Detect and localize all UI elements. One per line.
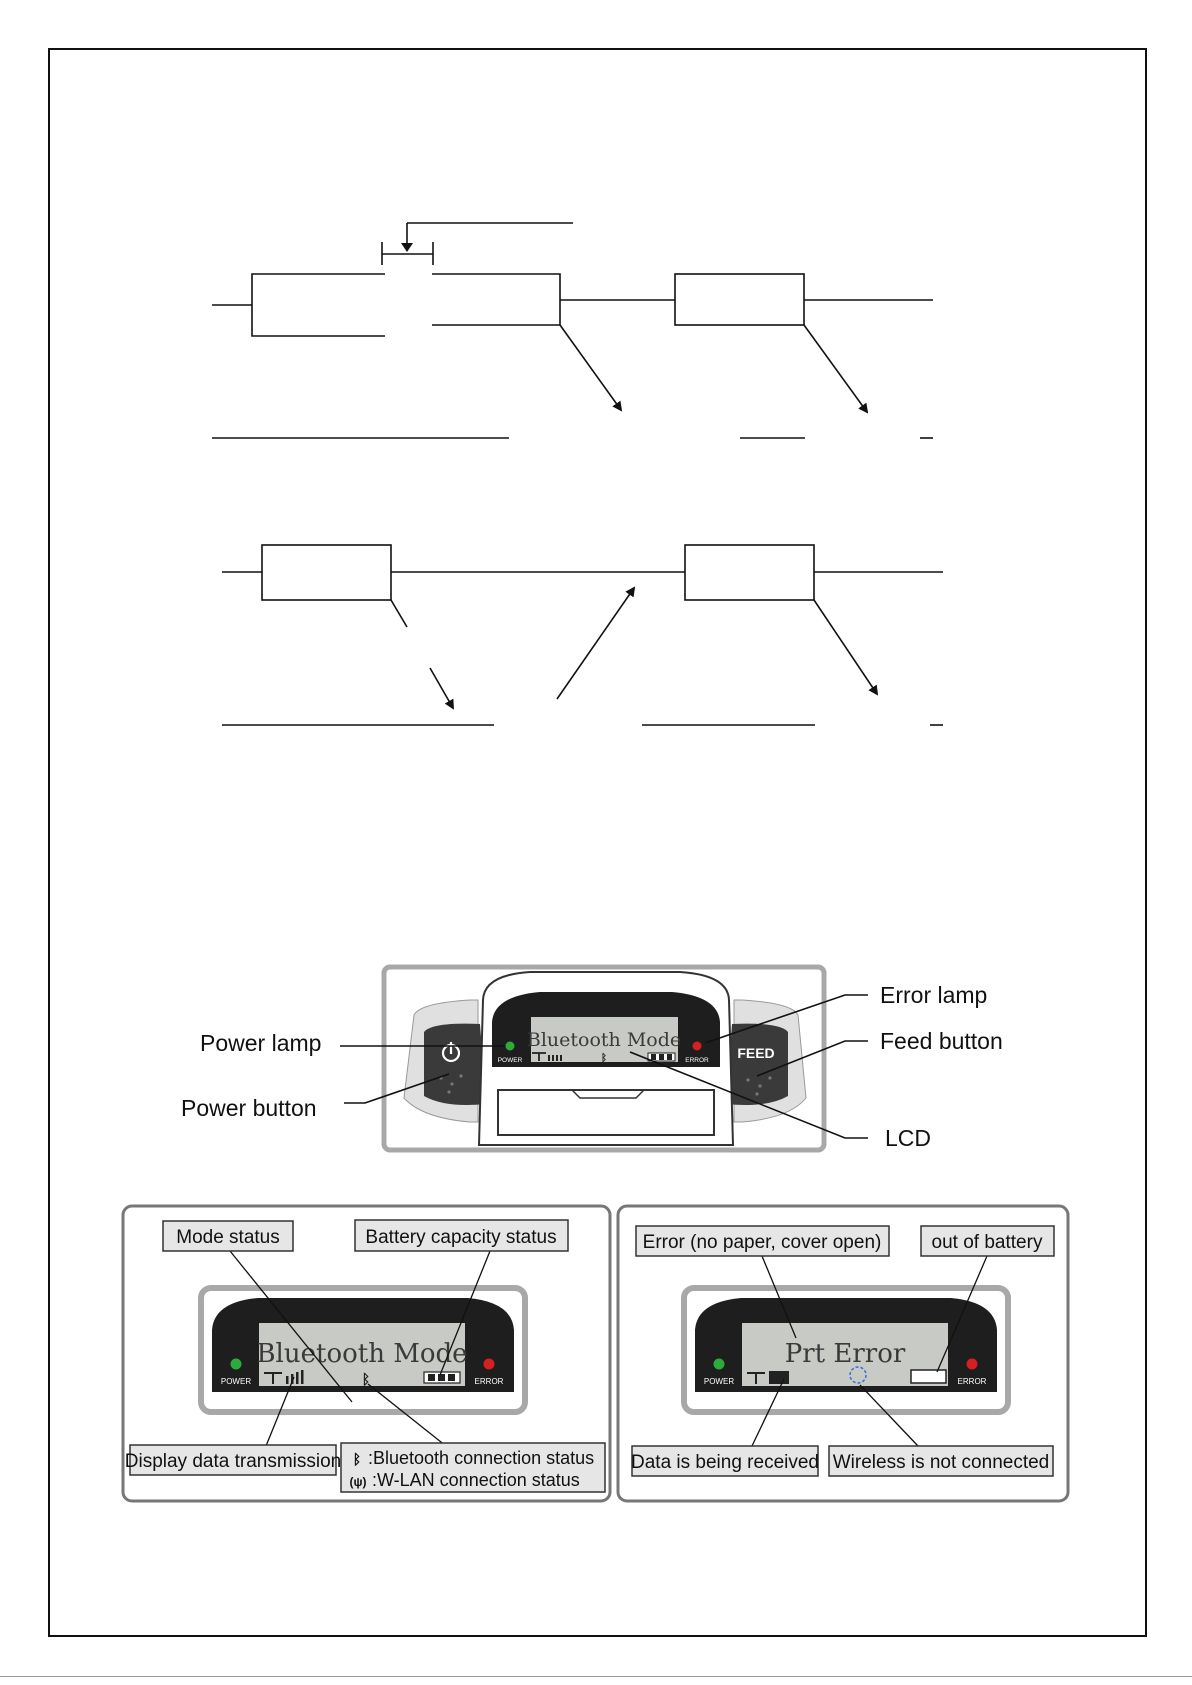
wireless-not-connected-label-box xyxy=(828,1445,1054,1477)
power-button-body[interactable] xyxy=(424,1023,486,1105)
error-note-label-box xyxy=(635,1225,890,1257)
page-frame xyxy=(48,48,1147,1637)
panel-right-leaders xyxy=(751,1255,988,1447)
paper-slot-lip xyxy=(498,1089,714,1099)
battery-status-label-box xyxy=(354,1219,569,1252)
panel-right-power-lamp xyxy=(713,1358,725,1370)
panel-left-power-label: POWER xyxy=(221,1377,251,1386)
timing-arrow-1 xyxy=(559,324,623,412)
error-note-label: Error (no paper, cover open) xyxy=(643,1232,882,1253)
timing-diagram-1 xyxy=(212,222,933,439)
printer-front-panel: FEED Bluetooth Mode ᛒ POWER ERROR xyxy=(381,964,827,1153)
lcd-bluetooth-icon: ᛒ xyxy=(601,1052,607,1064)
data-received-label: Data is being received xyxy=(631,1452,819,1473)
power-lamp-label: POWER xyxy=(498,1057,523,1064)
panel-right-error-lamp xyxy=(966,1358,978,1370)
panel-right-power-label: POWER xyxy=(704,1377,734,1386)
out-of-battery-label-box xyxy=(920,1225,1055,1257)
feed-button-leader xyxy=(756,1040,868,1077)
power-button-leader xyxy=(344,1073,450,1104)
panel-left-antenna-icon xyxy=(264,1372,282,1384)
power-button[interactable] xyxy=(424,1023,486,1105)
panel-left-power-lamp xyxy=(230,1358,242,1370)
battery-status-label: Battery capacity status xyxy=(365,1227,556,1248)
timing2-pulse-2 xyxy=(684,544,815,601)
lcd-status-panel-right: Prt Error POWER ERROR Error (no paper, c… xyxy=(616,1204,1070,1503)
mode-status-label-box xyxy=(162,1220,294,1252)
feed-label: FEED xyxy=(737,1045,774,1061)
error-lamp-callout: Error lamp xyxy=(880,982,987,1008)
timing-arrow-2 xyxy=(803,324,869,414)
timing2-arrow-2 xyxy=(556,586,636,700)
timing-pulse-2 xyxy=(674,273,805,326)
wlan-status-label: :W-LAN connection status xyxy=(372,1470,580,1490)
panel-left-error-label: ERROR xyxy=(475,1377,504,1386)
connection-status-label-box xyxy=(340,1442,606,1493)
out-of-battery-label: out of battery xyxy=(932,1232,1043,1253)
feed-button[interactable]: FEED xyxy=(726,1023,788,1105)
timing2-dash-a xyxy=(390,599,408,628)
lcd-status-panel-left: Bluetooth Mode ᛒ POWER ERROR Mode status… xyxy=(121,1204,612,1503)
error-lamp xyxy=(692,1041,702,1051)
panel-left-lcd-text: Bluetooth Mode xyxy=(256,1339,467,1369)
timing2-arrow-3 xyxy=(813,599,879,696)
timing-pulse-1b xyxy=(432,273,561,326)
power-lamp-callout: Power lamp xyxy=(200,1030,321,1056)
panel-right-receiving-icon xyxy=(769,1371,789,1384)
wireless-not-connected-label: Wireless is not connected xyxy=(833,1452,1050,1473)
timing2-arrow-1 xyxy=(429,667,454,710)
paper-slot xyxy=(497,1089,715,1136)
mode-status-label: Mode status xyxy=(176,1227,280,1248)
feed-button-callout: Feed button xyxy=(880,1028,1003,1054)
power-button-callout: Power button xyxy=(181,1095,317,1121)
bluetooth-status-label: :Bluetooth connection status xyxy=(368,1448,594,1468)
wlan-legend-icon: (ψ) xyxy=(349,1475,366,1489)
panel-left-error-lamp xyxy=(483,1358,495,1370)
lcd-mode-text: Bluetooth Mode xyxy=(527,1029,681,1051)
error-lamp-label: ERROR xyxy=(685,1057,709,1064)
lcd-leader xyxy=(629,1051,868,1139)
timing2-pulse-1 xyxy=(261,544,392,601)
bluetooth-legend-icon: ᛒ xyxy=(353,1451,361,1467)
device-callout-leaders xyxy=(340,994,868,1139)
lcd-callout: LCD xyxy=(885,1125,931,1151)
timing-diagram-2 xyxy=(222,544,943,726)
panel-left-bluetooth-icon: ᛒ xyxy=(362,1371,370,1387)
feed-button-body[interactable] xyxy=(726,1023,788,1105)
panel-left-leaders xyxy=(229,1250,491,1447)
panel-right-empty-battery-icon xyxy=(910,1369,947,1384)
lcd-antenna-icon xyxy=(532,1052,546,1061)
panel-right-wireless-missing-icon xyxy=(849,1366,867,1384)
timing-pulse-1a xyxy=(251,273,385,337)
data-transmission-label: Display data transmission xyxy=(125,1451,341,1472)
page-bottom-rule xyxy=(0,1676,1192,1677)
error-lamp-leader xyxy=(704,994,868,1044)
power-lamp xyxy=(505,1041,515,1051)
data-transmission-label-box xyxy=(129,1444,337,1476)
timing-pointer-arrow xyxy=(401,243,413,252)
panel-right-antenna-icon xyxy=(747,1372,765,1384)
panel-right-lcd-text: Prt Error xyxy=(785,1339,906,1369)
panel-right-error-label: ERROR xyxy=(958,1377,987,1386)
data-received-label-box xyxy=(631,1445,819,1477)
